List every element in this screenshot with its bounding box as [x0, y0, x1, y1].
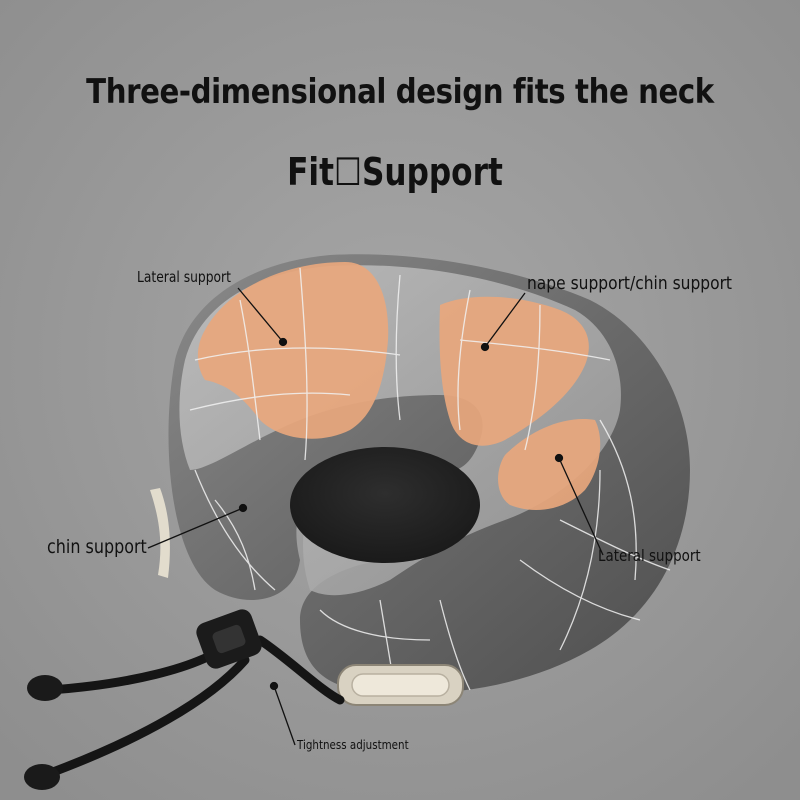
- subhead: Fit☐Support: [287, 150, 503, 194]
- cord-end-cap-top: [27, 675, 63, 701]
- chin-strap-tab: [150, 488, 170, 578]
- lateral-support-zone-right: [498, 419, 601, 510]
- nape-support-zone: [439, 296, 589, 446]
- drawstring-toggle-icon: [196, 609, 262, 669]
- callout-leaders: [147, 287, 604, 746]
- pillow-center-hole: [290, 447, 480, 563]
- callout-chin-support: chin support: [47, 536, 147, 558]
- cord-end-cap-bottom: [24, 764, 60, 790]
- callout-lateral-support-right: Lateral support: [598, 546, 701, 565]
- buckle-icon: [337, 664, 464, 706]
- headline: Three-dimensional design fits the neck: [86, 72, 714, 112]
- callout-nape-chin-support: nape support/chin support: [527, 273, 733, 294]
- callout-tightness-adjustment: Tightness adjustment: [297, 738, 409, 752]
- callout-lateral-support-left: Lateral support: [137, 268, 231, 286]
